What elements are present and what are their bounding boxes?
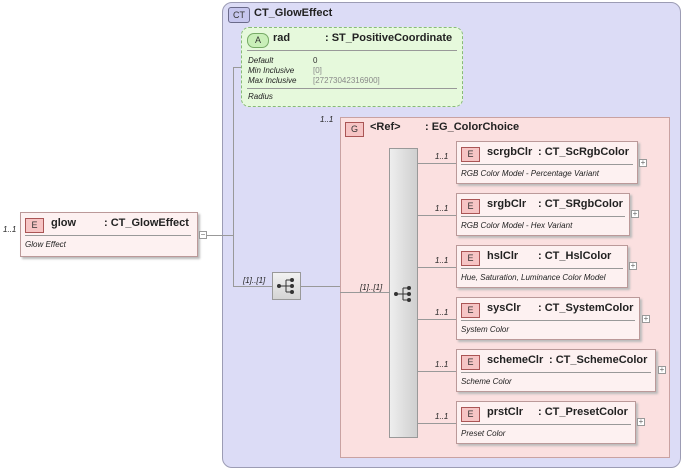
- element-name: sysClr: [487, 302, 521, 314]
- element-sysclr[interactable]: E sysClr : CT_SystemColor System Color: [456, 297, 640, 340]
- element-srgbclr[interactable]: E srgbClr : CT_SRgbColor RGB Color Model…: [456, 193, 630, 236]
- element-separator: [461, 268, 623, 269]
- element-type: : CT_SystemColor: [538, 302, 634, 314]
- attribute-separator: [247, 88, 457, 89]
- element-type: : CT_PresetColor: [538, 406, 628, 418]
- root-element-glow[interactable]: E glow : CT_GlowEffect Glow Effect: [20, 212, 198, 257]
- element-name: schemeClr: [487, 354, 544, 366]
- element-badge: E: [461, 199, 480, 214]
- element-cardinality: 1..1: [435, 204, 449, 213]
- element-description: Glow Effect: [25, 240, 66, 249]
- connector: [233, 286, 272, 287]
- collapse-toggle[interactable]: −: [199, 230, 207, 239]
- expand-toggle[interactable]: +: [642, 314, 650, 323]
- attribute-rad[interactable]: [241, 27, 463, 107]
- connector: [233, 67, 234, 287]
- connector: [418, 163, 456, 164]
- element-separator: [461, 320, 635, 321]
- attribute-description: Radius: [248, 92, 273, 101]
- facet-label: Default: [248, 56, 274, 65]
- element-cardinality: 1..1: [435, 308, 449, 317]
- element-name: hslClr: [487, 250, 519, 262]
- element-cardinality: 1..1: [435, 152, 449, 161]
- choice-compositor[interactable]: [389, 148, 418, 438]
- facet-label: Min Inclusive: [248, 66, 295, 75]
- element-description: Preset Color: [461, 429, 506, 438]
- element-type: : CT_ScRgbColor: [538, 146, 630, 158]
- group-ref-label: <Ref>: [370, 121, 401, 133]
- element-cardinality: 1..1: [435, 412, 449, 421]
- element-badge: E: [25, 218, 44, 233]
- connector: [207, 235, 222, 236]
- element-separator: [461, 372, 651, 373]
- element-cardinality: 1..1: [435, 360, 449, 369]
- connector: [418, 371, 456, 372]
- connector: [418, 267, 456, 268]
- connector: [301, 286, 340, 287]
- expand-toggle[interactable]: +: [631, 209, 639, 218]
- sequence-icon: [277, 278, 294, 294]
- element-separator: [25, 235, 191, 236]
- element-prstclr[interactable]: E prstClr : CT_PresetColor Preset Color: [456, 401, 636, 444]
- connector: [418, 319, 456, 320]
- connector: [222, 235, 233, 236]
- element-type: : CT_GlowEffect: [104, 217, 189, 229]
- expand-toggle[interactable]: +: [629, 261, 637, 270]
- facet-value: 0: [313, 56, 318, 65]
- element-description: System Color: [461, 325, 510, 334]
- element-badge: E: [461, 147, 480, 162]
- facet-value: [27273042316900]: [313, 76, 380, 85]
- element-cardinality: 1..1: [435, 256, 449, 265]
- element-schemeclr[interactable]: E schemeClr : CT_SchemeColor Scheme Colo…: [456, 349, 656, 392]
- complex-type-title: CT_GlowEffect: [254, 7, 333, 19]
- element-separator: [461, 216, 625, 217]
- element-badge: E: [461, 407, 480, 422]
- element-type: : CT_HslColor: [538, 250, 612, 262]
- element-hslclr[interactable]: E hslClr : CT_HslColor Hue, Saturation, …: [456, 245, 628, 288]
- element-scrgbclr[interactable]: E scrgbClr : CT_ScRgbColor RGB Color Mod…: [456, 141, 638, 184]
- connector: [340, 292, 389, 293]
- group-badge: G: [345, 122, 364, 137]
- element-name: glow: [51, 217, 77, 229]
- element-separator: [461, 424, 631, 425]
- attribute-name: rad: [273, 32, 291, 44]
- element-description: Scheme Color: [461, 377, 512, 386]
- element-separator: [461, 164, 633, 165]
- element-type: : CT_SchemeColor: [549, 354, 648, 366]
- connector: [233, 67, 241, 68]
- expand-toggle[interactable]: +: [637, 417, 645, 426]
- element-name: scrgbClr: [487, 146, 533, 158]
- facet-value: [0]: [313, 66, 322, 75]
- root-cardinality: 1..1: [3, 225, 17, 234]
- attribute-badge: A: [247, 33, 269, 48]
- attribute-type: : ST_PositiveCoordinate: [325, 32, 453, 44]
- element-description: Hue, Saturation, Luminance Color Model: [461, 273, 606, 282]
- group-type: : EG_ColorChoice: [425, 121, 520, 133]
- connector: [418, 423, 456, 424]
- choice-cardinality: [1]..[1]: [360, 283, 383, 292]
- expand-toggle[interactable]: +: [639, 158, 647, 167]
- choice-icon: [394, 286, 411, 302]
- connector: [418, 215, 456, 216]
- sequence-cardinality: [1]..[1]: [243, 276, 266, 285]
- group-cardinality: 1..1: [320, 115, 334, 124]
- complex-type-badge: CT: [228, 7, 250, 23]
- facet-label: Max Inclusive: [248, 76, 297, 85]
- element-name: srgbClr: [487, 198, 527, 210]
- attribute-separator: [247, 50, 457, 51]
- element-badge: E: [461, 355, 480, 370]
- element-badge: E: [461, 251, 480, 266]
- element-description: RGB Color Model - Hex Variant: [461, 221, 573, 230]
- element-description: RGB Color Model - Percentage Variant: [461, 169, 599, 178]
- element-name: prstClr: [487, 406, 524, 418]
- element-type: : CT_SRgbColor: [538, 198, 623, 210]
- sequence-compositor[interactable]: [272, 272, 301, 300]
- element-badge: E: [461, 303, 480, 318]
- expand-toggle[interactable]: +: [658, 365, 666, 374]
